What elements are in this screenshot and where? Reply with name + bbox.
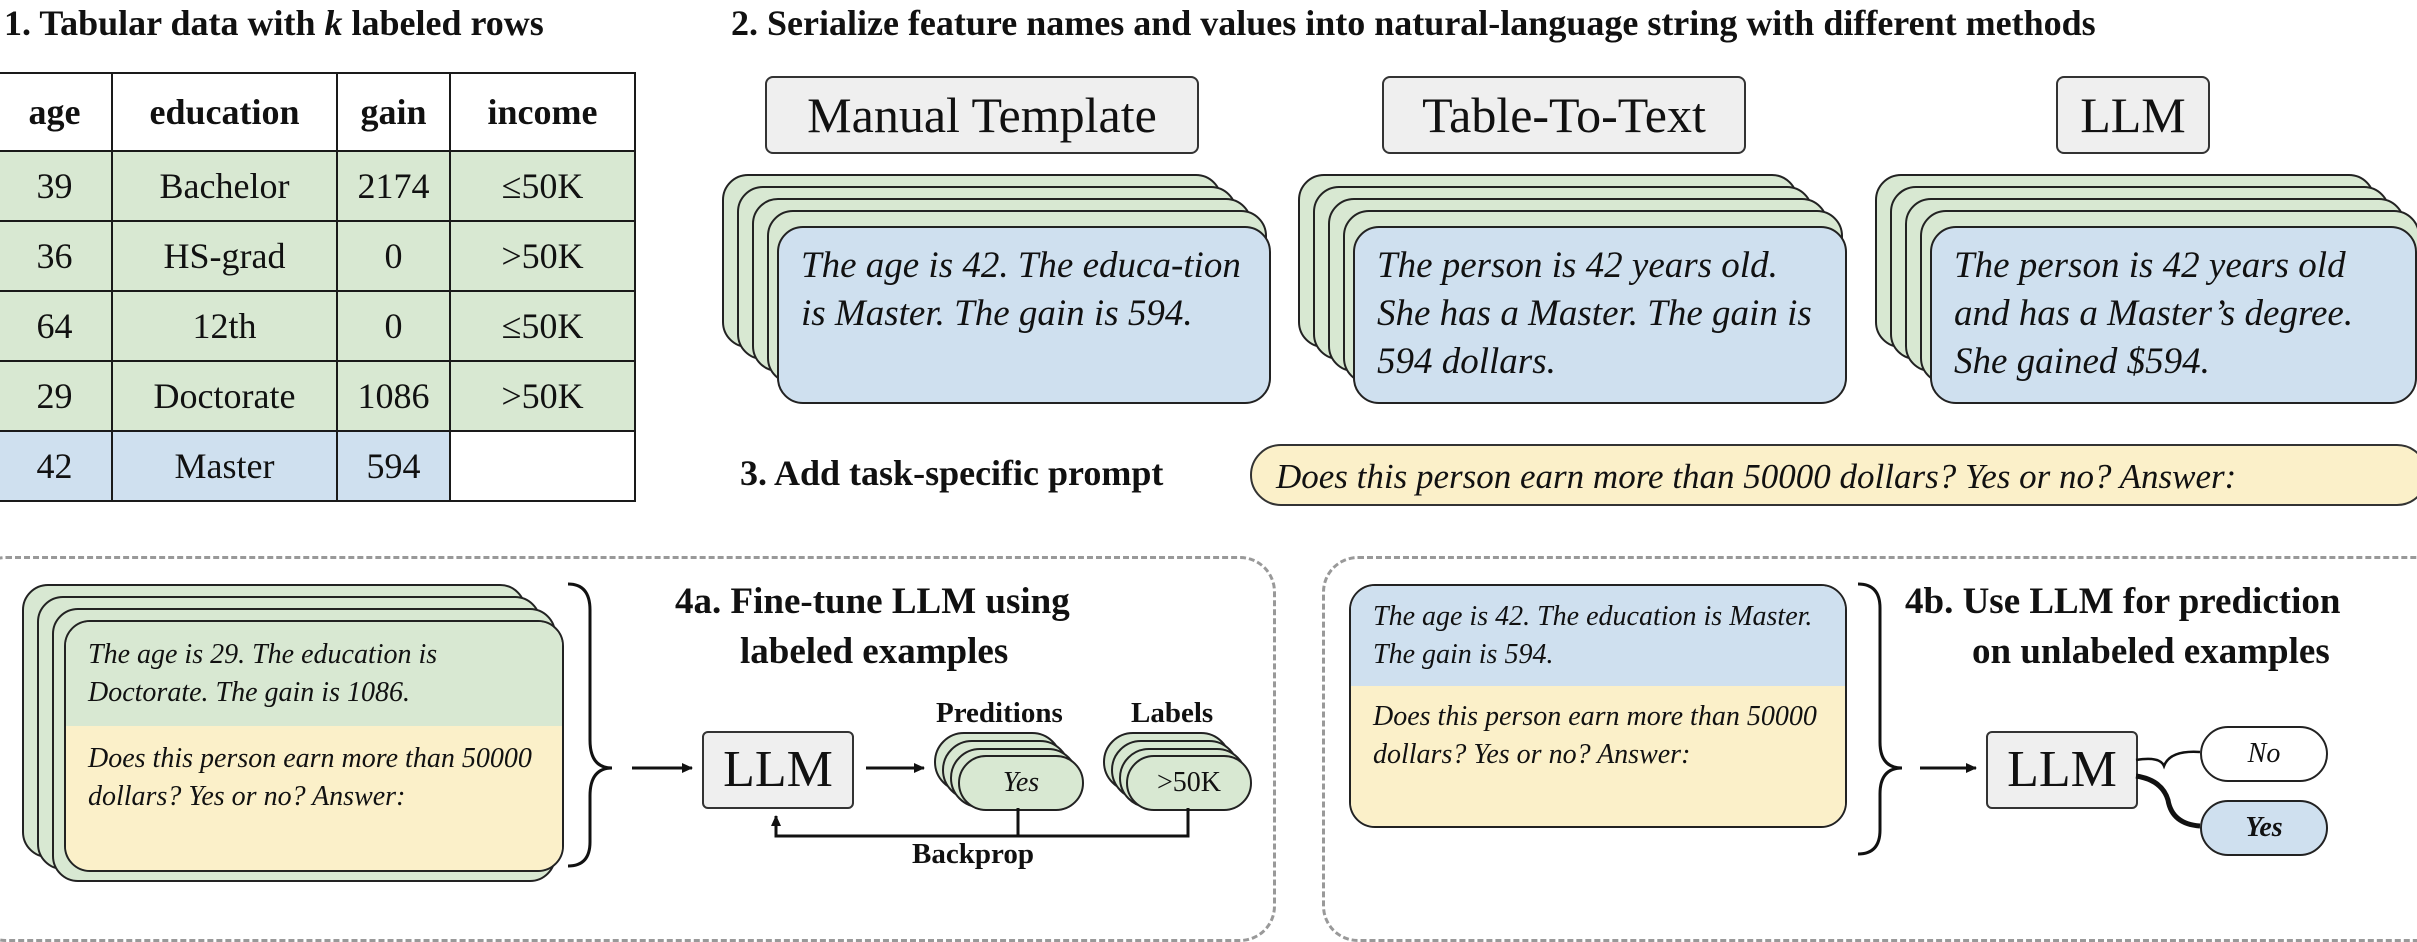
table-cell: ≤50K bbox=[449, 150, 636, 222]
table-cell: Master bbox=[111, 430, 338, 502]
table-row: 64 12th 0 ≤50K bbox=[0, 290, 636, 362]
table-cell: ≤50K bbox=[449, 290, 636, 362]
table-cell: 42 bbox=[0, 430, 113, 502]
table-header-row: age education gain income bbox=[0, 72, 636, 152]
table-row-unlabeled: 42 Master 594 bbox=[0, 430, 636, 502]
section1-title: 1. Tabular data with k labeled rows bbox=[4, 3, 544, 43]
method-label-llm: LLM bbox=[2056, 76, 2210, 154]
column-header: gain bbox=[336, 72, 451, 152]
prediction-pill: Yes bbox=[958, 755, 1084, 811]
table-cell: 1086 bbox=[336, 360, 451, 432]
table-cell: Bachelor bbox=[111, 150, 338, 222]
table-cell: 29 bbox=[0, 360, 113, 432]
task-prompt: Does this person earn more than 50000 do… bbox=[1250, 444, 2417, 506]
example-prompt-text: Does this person earn more than 50000 do… bbox=[1351, 686, 1845, 826]
llm-box-finetune: LLM bbox=[702, 731, 854, 809]
connector-overlay bbox=[567, 582, 2201, 868]
line-to-no bbox=[2135, 750, 2201, 770]
section4b-title-line1: 4b. Use LLM for prediction bbox=[1905, 581, 2341, 622]
section4b-title-line2: on unlabeled examples bbox=[1972, 631, 2330, 672]
serialized-text-card-manual: The age is 42. The educa-tion is Master.… bbox=[777, 226, 1271, 404]
example-serialized-text: The age is 42. The education is Master. … bbox=[1351, 586, 1845, 686]
serialized-text-card-llm: The person is 42 years old and has a Mas… bbox=[1930, 226, 2417, 404]
column-header: education bbox=[111, 72, 338, 152]
table-cell: 2174 bbox=[336, 150, 451, 222]
table-cell-empty bbox=[449, 430, 636, 502]
table-cell: >50K bbox=[449, 360, 636, 432]
output-no-pill: No bbox=[2200, 726, 2328, 782]
tabular-data-table: age education gain income 39 Bachelor 21… bbox=[0, 72, 636, 502]
serialized-text-card-table-to-text: The person is 42 years old. She has a Ma… bbox=[1353, 226, 1847, 404]
table-cell: 12th bbox=[111, 290, 338, 362]
table-cell: 64 bbox=[0, 290, 113, 362]
table-row: 36 HS-grad 0 >50K bbox=[0, 220, 636, 292]
labeled-example-card: The age is 29. The education is Doctorat… bbox=[64, 620, 564, 872]
label-pill: >50K bbox=[1126, 755, 1252, 811]
table-cell: 39 bbox=[0, 150, 113, 222]
backprop-label: Backprop bbox=[912, 838, 1034, 870]
column-header: age bbox=[0, 72, 113, 152]
unlabeled-example-card: The age is 42. The education is Master. … bbox=[1349, 584, 1847, 828]
method-label-manual-template: Manual Template bbox=[765, 76, 1199, 154]
column-header: income bbox=[449, 72, 636, 152]
backprop-line bbox=[1016, 808, 1190, 838]
brace-4a bbox=[567, 582, 613, 868]
section3-title: 3. Add task-specific prompt bbox=[740, 453, 1164, 493]
line-to-yes bbox=[2135, 773, 2201, 829]
example-serialized-text: The age is 29. The education is Doctorat… bbox=[66, 622, 562, 726]
llm-box-predict: LLM bbox=[1986, 731, 2138, 809]
table-cell: 36 bbox=[0, 220, 113, 292]
example-prompt-text: Does this person earn more than 50000 do… bbox=[66, 726, 562, 870]
table-cell: 0 bbox=[336, 220, 451, 292]
labels-label: Labels bbox=[1131, 697, 1214, 729]
backprop-arrow bbox=[771, 815, 1018, 838]
table-row: 39 Bachelor 2174 ≤50K bbox=[0, 150, 636, 222]
table-cell: Doctorate bbox=[111, 360, 338, 432]
brace-4b bbox=[1857, 582, 1903, 856]
section4a-title-line1: 4a. Fine-tune LLM using bbox=[675, 581, 1070, 622]
predictions-label: Preditions bbox=[936, 697, 1063, 729]
table-cell: >50K bbox=[449, 220, 636, 292]
section2-title: 2. Serialize feature names and values in… bbox=[731, 3, 2096, 43]
table-row: 29 Doctorate 1086 >50K bbox=[0, 360, 636, 432]
table-cell: 594 bbox=[336, 430, 451, 502]
table-cell: HS-grad bbox=[111, 220, 338, 292]
output-yes-pill: Yes bbox=[2200, 800, 2328, 856]
method-label-table-to-text: Table-To-Text bbox=[1382, 76, 1746, 154]
section4a-title-line2: labeled examples bbox=[740, 631, 1009, 672]
table-cell: 0 bbox=[336, 290, 451, 362]
